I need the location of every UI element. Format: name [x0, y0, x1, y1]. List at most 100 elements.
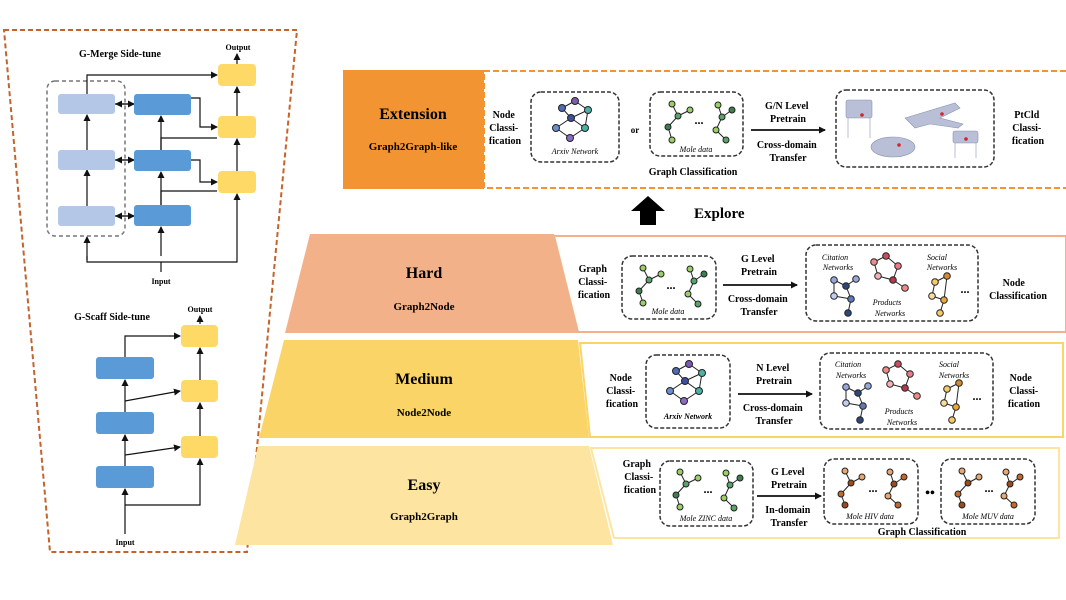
arxiv-network-graph [552, 97, 592, 142]
medium-row-frame [578, 342, 1064, 438]
explore-label: Explore [694, 206, 745, 222]
hard-mole-dots: ... [667, 278, 676, 292]
hard-social-graph [928, 272, 951, 317]
extension-title: Extension [379, 106, 447, 123]
g-merge-diagram: G-Merge Side-tune Output [46, 43, 256, 286]
medium-transfer-label: Cross-domain Transfer [743, 403, 805, 427]
hard-row: Graph Classi- fication ... Mole data G L… [552, 235, 1066, 333]
easy-hiv-caption: Mole HIV data [845, 512, 894, 521]
mole-caption: Mole data [679, 145, 713, 154]
g-scaff-diagram: G-Scaff Side-tune Output Input [74, 305, 218, 547]
easy-transfer-label: In-domain Transfer [765, 505, 813, 529]
medium-arxiv-caption: Arxiv Network [663, 412, 712, 421]
easy-muv-caption: Mole MUV data [961, 512, 1014, 521]
easy-target-label: Graph Classification [878, 527, 967, 538]
easy-hiv-graph [837, 467, 908, 509]
frozen-block-3 [58, 94, 115, 114]
medium-source-label: Node Classi- fication [606, 373, 639, 410]
medium-social-caption: Social Networks [938, 360, 969, 380]
easy-zinc-caption: Mole ZINC data [679, 514, 732, 523]
easy-muv-graph [954, 467, 1024, 509]
hard-transfer-label: Cross-domain Transfer [728, 294, 790, 318]
medium-products-caption: Products Networks [884, 407, 917, 427]
easy-muv-dots: ... [985, 481, 994, 495]
frozen-block-1 [58, 206, 115, 226]
hard-citation-caption: Citation Networks [822, 253, 853, 272]
medium-products-graph [882, 360, 921, 400]
easy-level-trapezoid [235, 446, 613, 545]
g-merge-frozen-group [46, 80, 126, 237]
mole-graph [664, 100, 736, 144]
point-cloud-illustration [845, 99, 979, 158]
merge-block-2 [134, 150, 191, 171]
hard-social-dots: ... [961, 282, 970, 296]
extension-subtitle: Graph2Graph-like [369, 141, 458, 153]
medium-social-dots: ... [973, 389, 982, 403]
mole-dots: ... [695, 113, 704, 127]
easy-zinc-dots: ... [704, 482, 713, 496]
extension-target-label: PtCld Classi- fication [1012, 110, 1045, 147]
easy-source-label: Graph Classi- fication [623, 459, 657, 496]
side-block-3 [218, 116, 256, 138]
easy-pretrain-label: G Level Pretrain [771, 467, 807, 491]
easy-subtitle: Graph2Graph [390, 511, 458, 523]
medium-arxiv-graph [666, 360, 706, 405]
hard-social-caption: Social Networks [926, 253, 957, 272]
scaff-block-2 [96, 412, 154, 434]
easy-zinc-box [659, 460, 754, 527]
extension-row: Node Classi- fication Arxiv Network or [483, 70, 1066, 189]
arxiv-graph-box [530, 91, 620, 163]
extension-level-box [343, 70, 484, 189]
side-block-2 [218, 171, 256, 193]
g-scaff-output-label: Output [188, 305, 213, 314]
hard-title: Hard [406, 265, 443, 282]
hard-pretrain-label: G Level Pretrain [741, 254, 777, 278]
medium-social-graph [940, 379, 963, 424]
extension-row-frame [483, 70, 1066, 189]
medium-title: Medium [395, 371, 453, 388]
side-block-4 [218, 64, 256, 86]
side-tune-panel: G-Merge Side-tune Output [2, 29, 299, 553]
g-merge-output-label: Output [226, 43, 251, 52]
easy-row-frame [589, 447, 1060, 539]
scaff-side-block-3 [181, 325, 218, 347]
hard-row-frame [552, 235, 1066, 333]
g-merge-input-label: Input [151, 277, 170, 286]
frozen-block-2 [58, 150, 115, 170]
medium-subtitle: Node2Node [397, 407, 452, 419]
hard-mole-caption: Mole data [651, 307, 685, 316]
extension-pretrain-label: G/N Level Pretrain [765, 101, 811, 125]
easy-between-dots: •• [925, 486, 935, 501]
hard-products-caption: Products Networks [872, 298, 905, 318]
scaff-side-block-1 [181, 436, 218, 458]
medium-citation-caption: Citation Networks [835, 360, 866, 380]
easy-row: Graph Classi- fication ... Mole ZINC dat… [589, 447, 1060, 539]
hard-target-label: Node Classification [989, 278, 1047, 302]
up-arrow-icon [631, 196, 665, 225]
extension-source-label: Node Classi- fication [489, 110, 522, 147]
medium-arxiv-box [645, 354, 731, 429]
medium-level-trapezoid [259, 340, 589, 438]
medium-citation-graph [842, 382, 872, 424]
hard-level-trapezoid [285, 234, 578, 333]
merge-block-3 [134, 94, 191, 115]
scaff-block-1 [96, 466, 154, 488]
hard-source-label: Graph Classi- fication [578, 264, 611, 301]
merge-block-1 [134, 205, 191, 226]
side-tune-trapezoid [2, 29, 299, 553]
scaff-side-block-2 [181, 380, 218, 402]
g-merge-title: G-Merge Side-tune [79, 49, 161, 60]
medium-row: Node Classi- fication Arxiv Network N Le… [578, 342, 1064, 438]
g-scaff-input-label: Input [115, 538, 134, 547]
graph-classification-caption: Graph Classification [649, 167, 738, 178]
g-scaff-title: G-Scaff Side-tune [74, 312, 150, 323]
or-label: or [631, 125, 640, 135]
easy-title: Easy [408, 477, 441, 494]
medium-pretrain-label: N Level Pretrain [756, 363, 792, 387]
medium-target-label: Node Classi- fication [1008, 373, 1041, 410]
extension-transfer-label: Cross-domain Transfer [757, 140, 819, 164]
hard-subtitle: Graph2Node [393, 301, 454, 313]
difficulty-pyramid: Extension Graph2Graph-like Hard Graph2No… [235, 70, 613, 545]
scaff-block-3 [96, 357, 154, 379]
